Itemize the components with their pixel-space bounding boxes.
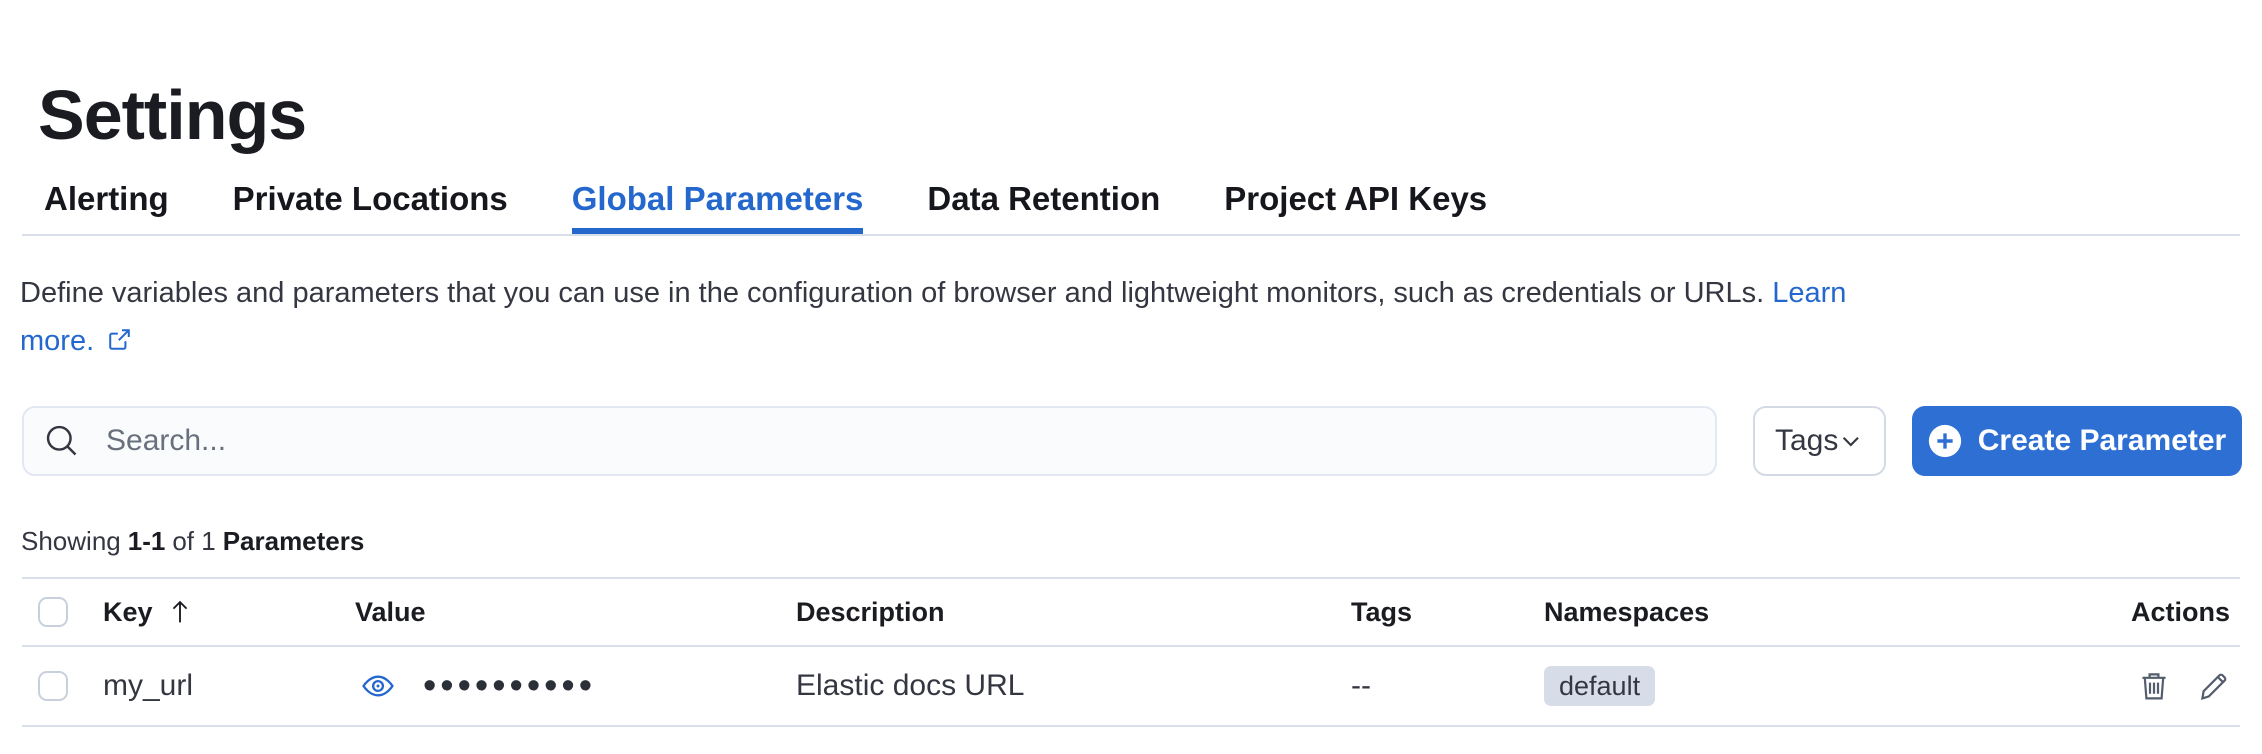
summary-range: 1-1 xyxy=(127,526,166,556)
select-all-checkbox[interactable] xyxy=(38,597,68,627)
tab-global-parameters[interactable]: Global Parameters xyxy=(571,166,863,234)
parameters-table: Key Value Description Tags Namespaces Ac… xyxy=(22,577,2240,727)
column-header-description: Description xyxy=(796,579,945,645)
description-text: Define variables and parameters that you… xyxy=(20,277,1765,309)
column-header-tags: Tags xyxy=(1351,579,1412,645)
search-box xyxy=(22,406,1717,476)
create-parameter-button[interactable]: Create Parameter xyxy=(1912,406,2242,476)
page-description: Define variables and parameters that you… xyxy=(20,269,2240,365)
pencil-icon[interactable] xyxy=(2198,670,2230,702)
column-header-value: Value xyxy=(355,579,426,645)
description-line-1: Define variables and parameters that you… xyxy=(20,269,2240,317)
row-key-cell: my_url xyxy=(103,647,193,725)
row-action-icons xyxy=(2138,670,2230,702)
row-select-cell xyxy=(38,647,68,725)
search-icon xyxy=(46,425,77,456)
column-header-key[interactable]: Key xyxy=(103,579,195,645)
column-description-label: Description xyxy=(796,596,945,627)
summary-middle: of 1 xyxy=(172,526,216,556)
tags-button-label: Tags xyxy=(1775,424,1839,457)
tabs-divider xyxy=(22,234,2240,236)
column-header-actions: Actions xyxy=(2131,579,2230,645)
tab-data-retention[interactable]: Data Retention xyxy=(927,180,1161,217)
search-input[interactable] xyxy=(104,423,1695,459)
sort-ascending-icon xyxy=(172,600,187,623)
column-key-label: Key xyxy=(103,596,153,627)
eye-icon[interactable] xyxy=(361,669,395,703)
parameter-key: my_url xyxy=(103,669,194,702)
tab-alerting[interactable]: Alerting xyxy=(44,180,169,217)
tags-filter-button[interactable]: Tags xyxy=(1753,406,1886,476)
namespace-badge: default xyxy=(1544,666,1656,706)
page-title: Settings xyxy=(38,75,307,154)
table-row: my_url •••••••••• Elastic docs URL -- de… xyxy=(22,647,2240,725)
tab-bar: Alerting Private Locations Global Parame… xyxy=(44,166,1488,234)
table-bottom-divider xyxy=(22,725,2240,727)
create-parameter-label: Create Parameter xyxy=(1977,424,2227,457)
row-checkbox[interactable] xyxy=(38,671,68,701)
column-header-namespaces: Namespaces xyxy=(1544,579,1709,645)
row-description-cell: Elastic docs URL xyxy=(796,647,1024,725)
parameter-tags: -- xyxy=(1351,669,1371,702)
table-header-divider xyxy=(22,645,2240,647)
summary-entity: Parameters xyxy=(222,526,365,556)
trash-icon[interactable] xyxy=(2138,670,2170,702)
row-tags-cell: -- xyxy=(1351,647,1371,725)
select-all-cell xyxy=(38,579,68,645)
summary-prefix: Showing xyxy=(21,526,121,556)
table-top-divider xyxy=(22,577,2240,579)
column-tags-label: Tags xyxy=(1351,596,1413,627)
description-line-2: more. xyxy=(20,317,2240,365)
tab-private-locations[interactable]: Private Locations xyxy=(232,180,508,217)
learn-more-link[interactable]: Learn xyxy=(1772,277,1847,309)
masked-value: •••••••••• xyxy=(423,665,597,707)
row-value-cell: •••••••••• xyxy=(355,647,596,725)
column-namespaces-label: Namespaces xyxy=(1544,596,1710,627)
table-header-row: Key Value Description Tags Namespaces Ac… xyxy=(22,579,2240,645)
chevron-down-icon xyxy=(1843,437,1860,447)
external-link-icon[interactable] xyxy=(106,320,133,350)
tab-project-api-keys[interactable]: Project API Keys xyxy=(1224,180,1488,217)
column-actions-label: Actions xyxy=(2130,596,2230,627)
learn-more-link-continued[interactable]: more. xyxy=(20,325,95,357)
column-value-label: Value xyxy=(355,596,426,627)
row-actions-cell xyxy=(2138,647,2230,725)
plus-in-circle-icon xyxy=(1928,424,1961,458)
row-namespaces-cell: default xyxy=(1544,647,1656,725)
parameter-description: Elastic docs URL xyxy=(796,669,1025,702)
